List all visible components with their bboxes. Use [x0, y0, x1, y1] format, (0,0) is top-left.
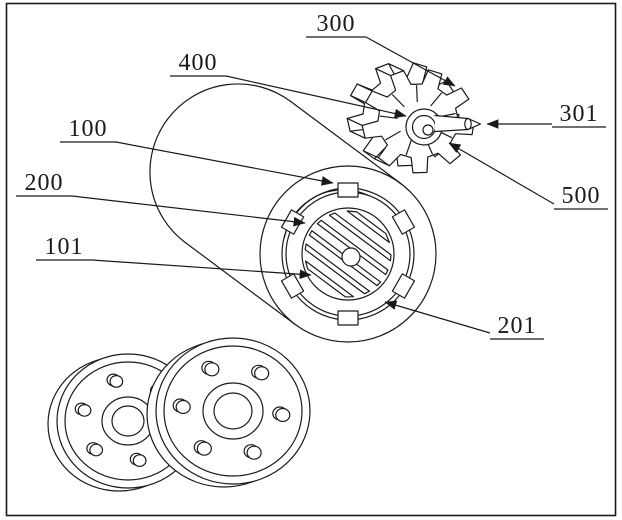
disc-inner-rim — [163, 345, 303, 477]
tooth-gap-groove — [430, 92, 442, 107]
spline-tab — [391, 209, 416, 235]
leader-line-101 — [91, 259, 312, 280]
shaft-hole — [341, 247, 361, 267]
bolt-hole — [275, 407, 291, 423]
bolt-hole — [109, 374, 124, 388]
magnet-slot — [304, 243, 371, 295]
tooth-gap-groove — [385, 130, 401, 141]
leader-line-201 — [384, 300, 491, 334]
magnet-slot — [346, 210, 391, 244]
exploded-assembly-art — [47, 62, 482, 492]
callout-101: 101 — [45, 234, 84, 260]
tooth-depth-edge — [388, 63, 405, 72]
spline-tab — [337, 182, 359, 198]
spline-tab — [391, 273, 416, 299]
callout-301: 301 — [560, 101, 599, 127]
callout-300: 300 — [317, 11, 356, 37]
tooth-gap-groove — [405, 138, 413, 156]
housing-bottom-edge — [184, 242, 296, 326]
tooth-depth-edge — [349, 130, 366, 139]
leader-line-400 — [225, 75, 407, 119]
sheet-border — [5, 2, 617, 517]
bolt-hole — [175, 399, 191, 415]
rotor-core — [346, 62, 482, 174]
magnet-slot — [308, 230, 382, 287]
reference-callouts: 300 400 100 200 101 301 500 201 — [16, 11, 608, 340]
leader-line-100 — [115, 141, 334, 186]
bolt-hole — [77, 403, 92, 417]
tooth-depth-edge — [350, 94, 367, 104]
shaft-end-edge — [464, 117, 472, 131]
callout-200: 200 — [25, 170, 64, 196]
bolt-hole — [89, 443, 104, 457]
bolt-hole — [196, 441, 212, 456]
disc-center-bore — [213, 392, 253, 430]
magnet-slot — [316, 219, 389, 276]
bolt-hole — [204, 362, 220, 377]
bolt-hole — [254, 366, 270, 381]
tooth-gap-groove — [391, 94, 405, 108]
output-shaft — [434, 114, 482, 133]
callout-100: 100 — [69, 116, 108, 142]
leader-line-300 — [365, 36, 456, 87]
callout-201: 201 — [498, 313, 537, 339]
rotor-pin — [422, 124, 434, 136]
tooth-gap-groove — [416, 85, 418, 103]
rotor-slots — [304, 210, 392, 298]
tooth-depth-edge — [362, 150, 379, 159]
disc-center-bore — [111, 405, 145, 437]
spline-tab — [280, 273, 305, 299]
leader-line-500 — [448, 142, 555, 205]
callout-500: 500 — [562, 183, 601, 209]
housing-top-edge — [290, 100, 402, 184]
bolt-hole — [246, 445, 262, 460]
bolt-hole — [132, 454, 147, 468]
tooth-depth-edge — [346, 117, 363, 127]
tooth-depth-edge — [375, 67, 392, 77]
tooth-depth-edge — [373, 158, 390, 167]
magnet-slot — [304, 260, 354, 298]
tooth-depth-edge — [356, 83, 373, 92]
end-cap-front — [146, 337, 311, 488]
housing-back-edge — [149, 83, 292, 244]
magnet-slot — [328, 212, 392, 262]
callout-400: 400 — [179, 50, 218, 76]
disc-hub-collar — [101, 396, 155, 446]
disc-hub-collar — [202, 382, 264, 440]
leader-line-200 — [71, 195, 306, 227]
spline-tab — [337, 310, 359, 326]
